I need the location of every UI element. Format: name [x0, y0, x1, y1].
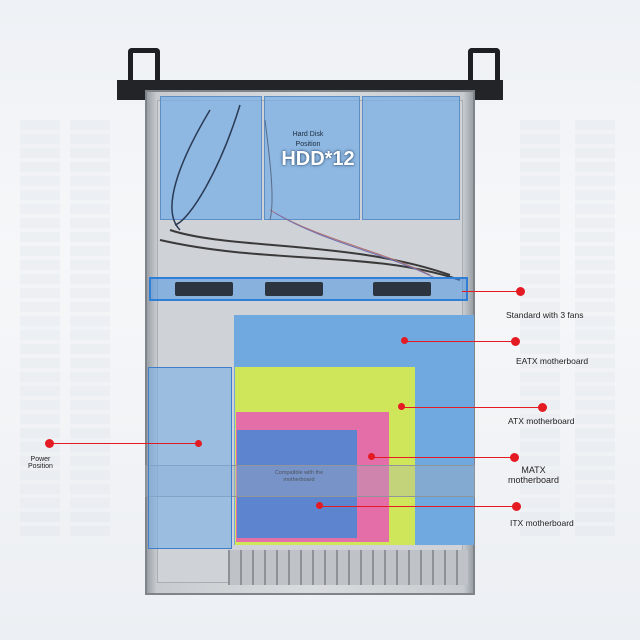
fans-annotation: Standard with 3 fans [506, 310, 584, 320]
atx-leader-line [402, 407, 542, 408]
matx-leader-line [372, 457, 514, 458]
hard-disk-cage [160, 96, 460, 224]
atx-marker [538, 403, 547, 412]
itx-leader-line [320, 506, 516, 507]
power-marker [45, 439, 54, 448]
matx-marker [510, 453, 519, 462]
power-point [195, 440, 202, 447]
power-supply-area [148, 367, 232, 549]
left-handle-icon [128, 48, 160, 89]
compatible-note: Compatible with the motherboard [274, 470, 324, 483]
itx-motherboard-area [237, 430, 357, 538]
fans-leader-line [462, 291, 520, 292]
fan-row [149, 277, 468, 301]
fans-marker [516, 287, 525, 296]
power-annotation: Power Position [28, 456, 53, 470]
expansion-slots [228, 550, 468, 585]
hdd-bay [362, 96, 460, 220]
atx-annotation: ATX motherboard [508, 416, 575, 426]
atx-point [398, 403, 405, 410]
itx-marker [512, 502, 521, 511]
fan-icon [265, 282, 323, 296]
itx-annotation: ITX motherboard [510, 518, 574, 528]
hdd-bay [160, 96, 262, 220]
right-handle-icon [468, 48, 500, 89]
power-leader-line [52, 443, 199, 444]
hdd-count-label: HDD*12 [281, 148, 355, 170]
eatx-leader-line [405, 341, 515, 342]
cables-illustration [159, 104, 461, 281]
eatx-point [401, 337, 408, 344]
matx-annotation: MATX motherboard [508, 465, 560, 485]
itx-point [316, 502, 323, 509]
eatx-annotation: EATX motherboard [516, 356, 589, 366]
matx-point [368, 453, 375, 460]
hdd-position-label: Hard Disk Position [292, 131, 324, 148]
hdd-bay [264, 96, 360, 220]
eatx-marker [511, 337, 520, 346]
fan-icon [175, 282, 233, 296]
fan-icon [373, 282, 431, 296]
